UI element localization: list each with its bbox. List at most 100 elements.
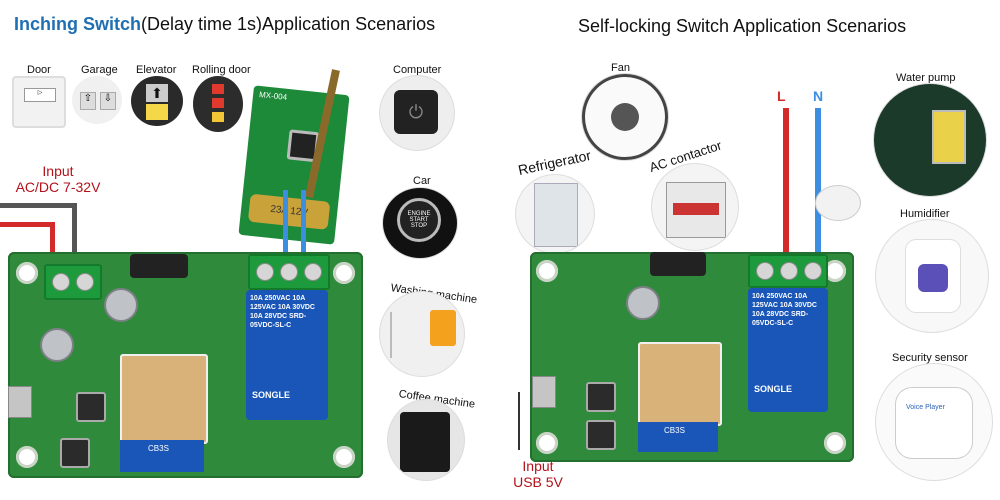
input-terminal [44,264,102,300]
wire-black-down [72,203,77,263]
label-door: Door [27,64,51,76]
mount-hole [16,446,38,468]
light-bulb-icon [816,186,860,220]
pair-button [586,420,616,450]
coffee-machine-body [400,412,450,472]
screw [76,273,94,291]
elevator-up-icon: ⬆ [146,84,168,102]
screw [756,262,774,280]
relay-spec: 10A 250VAC 10A 125VAC 10A 30VDC 10A 28VD… [752,293,817,327]
rolling-door-image [193,76,243,132]
left-input-line2: AC/DC 7-32V [15,179,101,195]
label-security-sensor: Security sensor [892,352,968,364]
left-input-line1: Input [42,163,74,179]
mount-hole [16,262,38,284]
relay-brand: SONGLE [252,390,291,400]
label-computer: Computer [393,64,442,76]
relay: 10A 250VAC 10A 125VAC 10A 30VDC 10A 28VD… [246,290,328,420]
car-image: ENGINE START STOP [383,188,457,258]
coffee-machine-image [388,400,464,480]
wire-black [0,203,76,208]
elevator-image: ⬆ [131,76,183,126]
washing-display [430,310,456,346]
engine-start-button: ENGINE START STOP [397,198,441,242]
right-pcb-board: 10A 250VAC 10A 125VAC 10A 30VDC 10A 28VD… [530,252,854,462]
usb-port [532,376,556,408]
right-input-line1: Input [522,458,554,474]
yellow-button-icon [212,112,224,122]
reset-button [76,392,106,422]
left-title: Inching Switch(Delay time 1s)Application… [14,14,435,35]
left-title-highlight: Inching Switch [14,14,142,34]
washing-menu [390,312,418,358]
left-pcb-board: 10A 250VAC 10A 125VAC 10A 30VDC 10A 28VD… [8,252,363,478]
label-elevator: Elevator [136,64,177,76]
output-terminal [248,254,330,290]
right-title: Self-locking Switch Application Scenario… [578,16,907,36]
wire-blue-1 [283,190,288,260]
module-antenna: CB3S [120,440,204,472]
wifi-module [120,354,208,444]
wire-blue-2 [301,190,306,260]
mount-hole [536,260,558,282]
module-label: CB3S [664,426,685,435]
screw [780,262,798,280]
left-input-text: Input AC/DC 7-32V [6,163,110,195]
label-car: Car [413,175,431,187]
label-humidifier: Humidifier [900,208,950,220]
remote-control-board: MX-004 23A 12V [238,85,350,245]
humidifier-light [918,264,948,292]
power-icon: ⏻ [394,90,438,134]
left-title-rest: (Delay time 1s)Application Scenarios [141,14,436,34]
pair-button [60,438,90,468]
humidifier-body [906,240,960,312]
battery: 23A 12V [247,193,331,230]
reset-button [586,382,616,412]
pump-body [932,110,966,164]
screw [52,273,70,291]
remote-model: MX-004 [258,89,288,102]
wire-l-label: L [777,88,786,104]
mount-hole [333,262,355,284]
antenna-coil [650,252,706,276]
ac-contactor-image [652,164,738,250]
elevator-light-icon [146,104,168,120]
fridge-body [534,183,578,247]
voice-player-label: Voice Player [906,404,945,411]
label-garage: Garage [81,64,118,76]
wire-red-down [50,222,55,266]
security-sensor-image: Voice Player [876,364,992,480]
label-rolling-door: Rolling door [192,64,251,76]
wire-l [783,108,789,260]
right-input-text: Input USB 5V [508,458,568,490]
relay-brand: SONGLE [754,384,793,394]
module-label: CB3S [148,444,169,453]
arrow-down-icon: ⇩ [100,92,116,110]
relay: 10A 250VAC 10A 125VAC 10A 30VDC 10A 28VD… [748,288,828,412]
capacitor [104,288,138,322]
module-antenna: CB3S [638,422,718,452]
capacitor-2 [40,328,74,362]
water-pump-image [874,84,986,196]
fan-hub-icon [611,103,639,131]
label-fan: Fan [611,62,630,74]
wire-red [0,222,54,227]
mount-hole [333,446,355,468]
screw [804,262,822,280]
wire-n [815,108,821,260]
door-image: ▷ [12,76,66,128]
fan-image [582,74,668,160]
label-water-pump: Water pump [896,72,956,84]
washing-machine-image [380,292,464,376]
mount-hole [824,260,846,282]
door-button-icon: ▷ [24,88,56,102]
screw [304,263,322,281]
sensor-body: Voice Player [896,388,972,458]
screw [280,263,298,281]
capacitor [626,286,660,320]
computer-image: ⏻ [380,76,454,150]
usb-port [8,386,32,418]
refrigerator-image [516,175,594,253]
wire-n-label: N [813,88,824,104]
label-refrigerator: Refrigerator [516,146,593,178]
